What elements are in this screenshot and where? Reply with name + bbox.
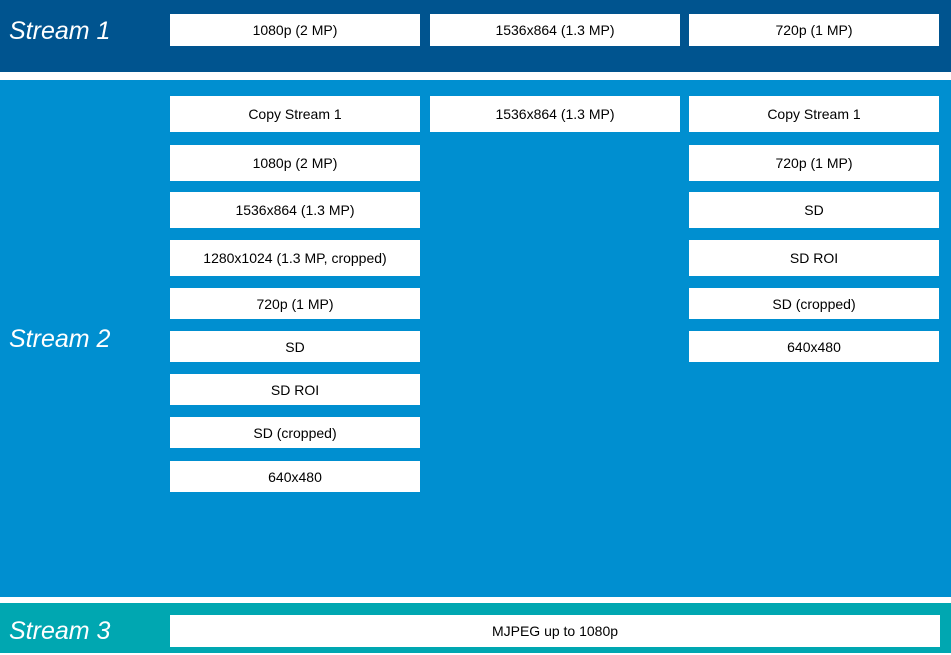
- stream-2-col3-sd-roi: SD ROI: [689, 240, 939, 276]
- stream-2-col3-copy-stream-1: Copy Stream 1: [689, 96, 939, 132]
- stream-2-col1-sd: SD: [170, 331, 420, 362]
- stream-3-title: Stream 3: [9, 617, 111, 645]
- stream-2-col1-1536x864: 1536x864 (1.3 MP): [170, 192, 420, 228]
- stream-2-col2-1536x864: 1536x864 (1.3 MP): [430, 96, 680, 132]
- stream-3-band: Stream 3 MJPEG up to 1080p: [0, 603, 951, 653]
- stream-2-title: Stream 2: [9, 325, 111, 353]
- stream-2-band: Stream 2 Copy Stream 1 1080p (2 MP) 1536…: [0, 80, 951, 597]
- stream-2-col1-1080p: 1080p (2 MP): [170, 145, 420, 181]
- stream-1-band: Stream 1 1080p (2 MP) 1536x864 (1.3 MP) …: [0, 0, 951, 72]
- stream-2-col1-720p: 720p (1 MP): [170, 288, 420, 319]
- stream-2-col3-sd: SD: [689, 192, 939, 228]
- stream-1-option-1536x864: 1536x864 (1.3 MP): [430, 14, 680, 46]
- stream-1-option-1080p: 1080p (2 MP): [170, 14, 420, 46]
- stream-2-col1-sd-cropped: SD (cropped): [170, 417, 420, 448]
- stream-2-col1-640x480: 640x480: [170, 461, 420, 492]
- stream-3-option-mjpeg: MJPEG up to 1080p: [170, 615, 940, 647]
- stream-2-col3-640x480: 640x480: [689, 331, 939, 362]
- stream-2-col1-copy-stream-1: Copy Stream 1: [170, 96, 420, 132]
- stream-1-title: Stream 1: [9, 17, 111, 45]
- stream-2-col3-sd-cropped: SD (cropped): [689, 288, 939, 319]
- stream-1-option-720p: 720p (1 MP): [689, 14, 939, 46]
- stream-2-col1-sd-roi: SD ROI: [170, 374, 420, 405]
- stream-2-col3-720p: 720p (1 MP): [689, 145, 939, 181]
- stream-2-col1-1280x1024: 1280x1024 (1.3 MP, cropped): [170, 240, 420, 276]
